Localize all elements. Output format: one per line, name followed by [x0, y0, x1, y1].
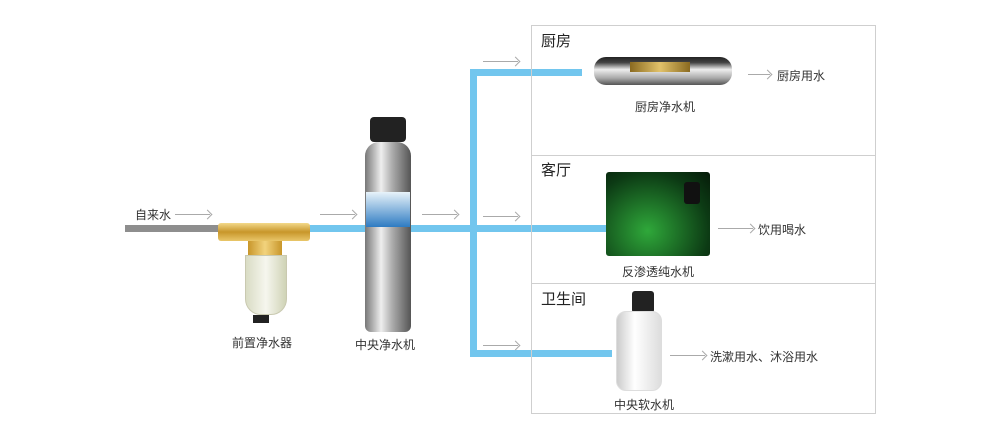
tap-water-label: 自来水 [135, 208, 172, 222]
central-purifier-label: 中央净水机 [355, 338, 416, 352]
kitchen-purifier-image [588, 52, 738, 90]
flow-arrow [320, 214, 355, 215]
room-bathroom-label: 卫生间 [541, 290, 587, 308]
pre-filter-image [218, 215, 310, 325]
kitchen-branch-pipe [470, 69, 582, 76]
flow-arrow [718, 228, 753, 229]
ro-purifier-label: 反渗透纯水机 [622, 265, 695, 279]
rooms-panel [531, 25, 876, 414]
flow-arrow [483, 216, 518, 217]
central-purifier-image [365, 117, 411, 332]
flow-arrow [670, 355, 705, 356]
divider [531, 283, 876, 284]
flow-arrow [483, 345, 518, 346]
bathroom-branch-pipe [470, 350, 612, 357]
room-living-label: 客厅 [541, 161, 572, 179]
riser-pipe [470, 69, 477, 357]
living-branch-pipe [470, 225, 610, 232]
room-kitchen-label: 厨房 [541, 32, 572, 50]
kitchen-purifier-label: 厨房净水机 [635, 100, 696, 114]
flow-arrow [483, 61, 518, 62]
divider [531, 155, 876, 156]
bathroom-output-label: 洗漱用水、沐浴用水 [710, 350, 819, 364]
flow-arrow [422, 214, 457, 215]
kitchen-output-label: 厨房用水 [777, 69, 826, 83]
softener-image [612, 291, 662, 391]
living-output-label: 饮用喝水 [758, 223, 807, 237]
softener-label: 中央软水机 [614, 398, 675, 412]
pre-filter-label: 前置净水器 [232, 336, 293, 350]
flow-arrow [175, 214, 210, 215]
tap-water-pipe [125, 225, 225, 232]
ro-purifier-image [606, 172, 710, 256]
flow-arrow [748, 74, 770, 75]
